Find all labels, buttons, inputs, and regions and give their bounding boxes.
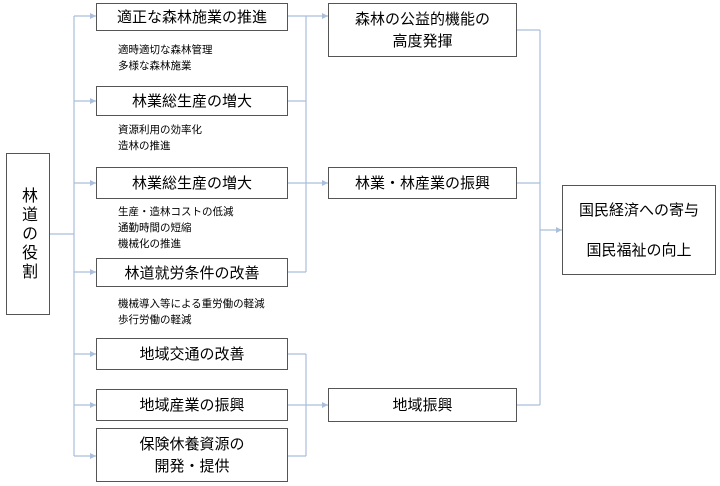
root-label: 林道の役割 <box>19 186 38 282</box>
outcome-label-1-line2: 高度発揮 <box>392 32 453 50</box>
final-label-line2: 国民福祉の向上 <box>586 241 692 259</box>
note-item: 歩行労働の軽減 <box>118 314 192 326</box>
outcome-box-3: 地域振興 <box>328 388 517 422</box>
role-notes-4: 機械導入等による重労働の軽減 歩行労働の軽減 <box>118 296 265 328</box>
note-item: 適時適切な森林管理 <box>118 44 213 56</box>
note-item: 通勤時間の短縮 <box>118 222 192 234</box>
role-label-6: 地域産業の振興 <box>139 396 245 414</box>
role-label-1: 適正な森林施業の推進 <box>116 8 267 26</box>
root-box: 林道の役割 <box>6 153 50 315</box>
role-box-4: 林道就労条件の改善 <box>96 258 288 287</box>
note-item: 資源利用の効率化 <box>118 124 202 136</box>
outcome-label-2: 林業・林産業の振興 <box>354 174 490 192</box>
role-notes-2: 資源利用の効率化 造林の推進 <box>118 122 202 154</box>
role-box-1: 適正な森林施業の推進 <box>96 3 288 31</box>
role-label-2: 林業総生産の増大 <box>131 92 252 110</box>
outcome-box-2: 林業・林産業の振興 <box>328 167 517 199</box>
outcome-label-1-line1: 森林の公益的機能の <box>354 10 490 28</box>
note-item: 機械化の推進 <box>118 238 181 250</box>
role-box-6: 地域産業の振興 <box>96 389 288 421</box>
role-box-5: 地域交通の改善 <box>96 338 288 370</box>
role-notes-3: 生産・造林コストの低減 通勤時間の短縮 機械化の推進 <box>118 204 234 252</box>
role-label-3: 林業総生産の増大 <box>131 174 252 192</box>
role-box-7: 保険休養資源の 開発・提供 <box>96 428 288 482</box>
note-item: 機械導入等による重労働の軽減 <box>118 298 265 310</box>
role-label-5: 地域交通の改善 <box>139 345 245 363</box>
role-notes-1: 適時適切な森林管理 多様な森林施業 <box>118 42 213 74</box>
role-box-2: 林業総生産の増大 <box>96 86 288 116</box>
note-item: 多様な森林施業 <box>118 60 192 72</box>
role-label-7-line2: 開発・提供 <box>154 457 230 475</box>
final-label-line1: 国民経済への寄与 <box>578 201 699 219</box>
role-label-4: 林道就労条件の改善 <box>124 263 260 282</box>
outcome-label-3: 地域振興 <box>392 396 453 414</box>
role-label-7-line1: 保険休養資源の <box>139 435 245 453</box>
final-box: 国民経済への寄与 国民福祉の向上 <box>562 185 716 275</box>
role-box-3: 林業総生産の増大 <box>96 167 288 199</box>
note-item: 生産・造林コストの低減 <box>118 206 234 218</box>
outcome-box-1: 森林の公益的機能の 高度発揮 <box>328 3 517 57</box>
note-item: 造林の推進 <box>118 140 171 152</box>
